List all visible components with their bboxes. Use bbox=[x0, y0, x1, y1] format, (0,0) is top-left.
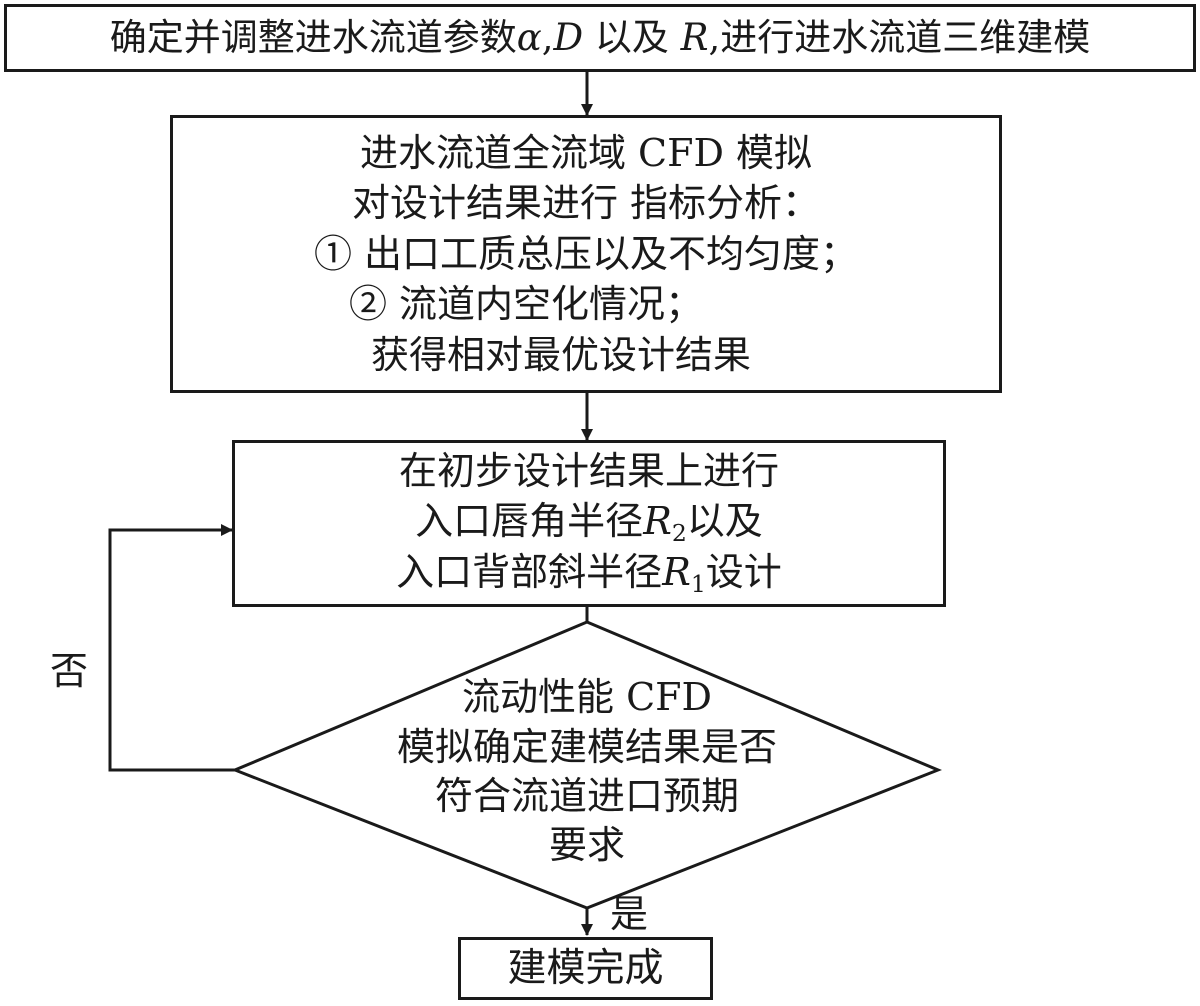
step3-line-2: 入口唇角半径R2以及 bbox=[415, 497, 763, 549]
step3-line-3-tail: 设计 bbox=[705, 550, 782, 595]
step1-text: 确定并调整进水流道参数α,D 以及 R,进行进水流道三维建模 bbox=[110, 14, 1091, 61]
param-r1-subscript: 1 bbox=[690, 570, 706, 599]
param-d: D bbox=[553, 16, 584, 60]
step3-line-1: 在初步设计结果上进行 bbox=[398, 449, 779, 494]
step2-line-2: 对设计结果进行 指标分析： bbox=[351, 181, 821, 226]
label-yes: 是 bbox=[610, 892, 649, 936]
param-r2-subscript: 2 bbox=[671, 518, 687, 547]
decision-text: 流动性能 CFD 模拟确定建模结果是否 符合流道进口预期 要求 bbox=[337, 672, 837, 872]
param-r2: R bbox=[643, 498, 672, 543]
step3-line-2-lead: 入口唇角半径 bbox=[415, 498, 644, 543]
step2-line-5: 获得相对最优设计结果 bbox=[370, 332, 751, 377]
step1-mid: 以及 bbox=[583, 16, 681, 60]
step2-line-4: ② 流道内空化情况； bbox=[348, 282, 704, 327]
decision-line-4: 要求 bbox=[548, 823, 625, 868]
step2-line-1: 进水流道全流域 CFD 模拟 bbox=[359, 130, 813, 175]
param-r1: R bbox=[662, 550, 691, 595]
step3-line-3-lead: 入口背部斜半径 bbox=[396, 550, 663, 595]
param-r: R bbox=[680, 16, 709, 60]
step3-line-3: 入口背部斜半径R1设计 bbox=[396, 548, 782, 600]
arrow-no-loop bbox=[108, 524, 235, 772]
step1-tail: ,进行进水流道三维建模 bbox=[708, 16, 1091, 60]
step1-lead: 确定并调整进水流道参数 bbox=[109, 16, 517, 60]
step1-box: 确定并调整进水流道参数α,D 以及 R,进行进水流道三维建模 bbox=[4, 4, 1196, 72]
param-alpha: α bbox=[516, 16, 542, 60]
step1-comma: , bbox=[541, 16, 554, 60]
decision-line-2: 模拟确定建模结果是否 bbox=[396, 724, 777, 769]
label-no: 否 bbox=[50, 649, 89, 693]
step2-line-3: ① 出口工质总压以及不均匀度； bbox=[313, 231, 859, 276]
step3-box: 在初步设计结果上进行 入口唇角半径R2以及 入口背部斜半径R1设计 bbox=[232, 440, 946, 607]
step3-line-2-tail: 以及 bbox=[686, 498, 763, 543]
end-box: 建模完成 bbox=[458, 937, 713, 1000]
step2-box: 进水流道全流域 CFD 模拟 对设计结果进行 指标分析： ① 出口工质总压以及不… bbox=[170, 115, 1002, 393]
end-label: 建模完成 bbox=[507, 945, 664, 991]
decision-line-3: 符合流道进口预期 bbox=[434, 774, 739, 818]
decision-line-1: 流动性能 CFD bbox=[462, 675, 712, 720]
